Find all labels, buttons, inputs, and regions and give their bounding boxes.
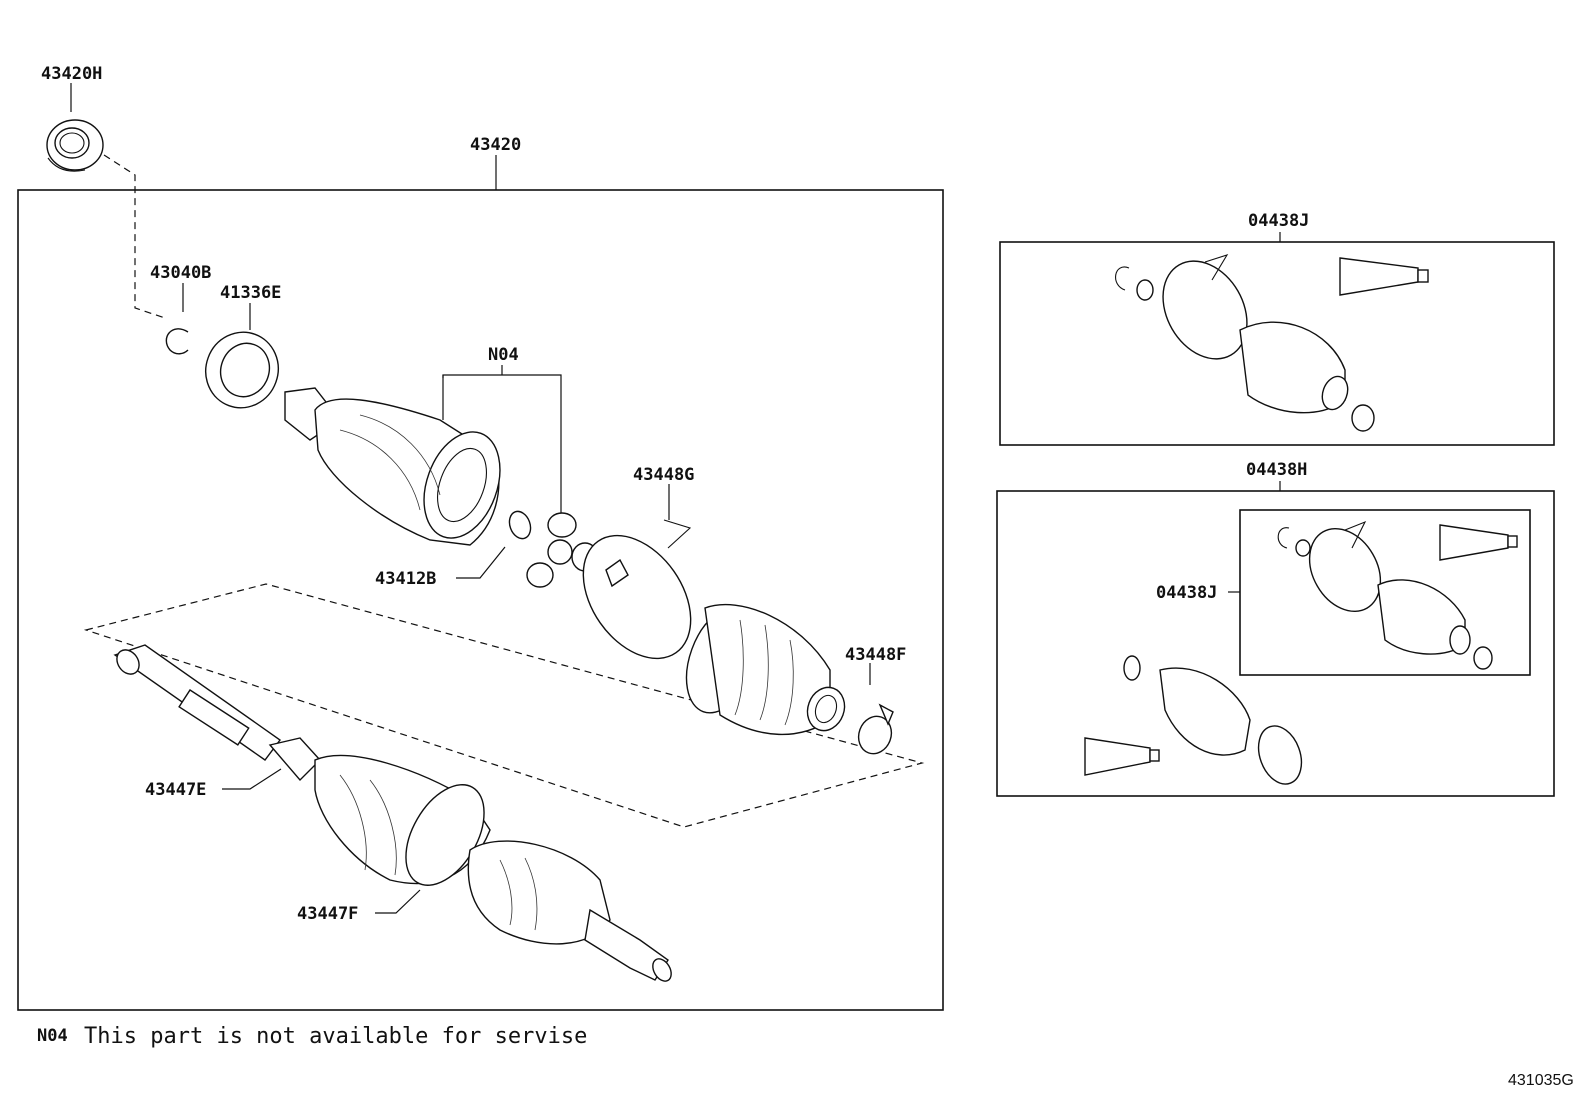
label-04438H: 04438H <box>1246 460 1307 480</box>
inboard-boot-part <box>685 603 846 736</box>
large-boot-clamp-part <box>582 519 692 660</box>
label-41336E: 41336E <box>220 283 281 303</box>
boot-kit-h-parts <box>1084 520 1518 785</box>
label-04438J: 04438J <box>1248 211 1309 231</box>
dust-deflector-part <box>205 331 279 409</box>
label-43412B: 43412B <box>375 569 436 589</box>
boot-kit-h-frame <box>996 490 1555 797</box>
label-43448F: 43448F <box>845 645 906 665</box>
inboard-joint-housing <box>284 387 501 546</box>
outboard-subassembly-outline <box>83 583 925 828</box>
boot-kit-j-frame <box>999 241 1555 446</box>
label-43447F: 43447F <box>297 904 358 924</box>
label-43420: 43420 <box>470 135 521 155</box>
note-text: This part is not available for servise <box>84 1024 587 1049</box>
snap-ring-part <box>165 328 189 355</box>
label-43447E: 43447E <box>145 780 206 800</box>
note-code: N04 <box>37 1026 68 1046</box>
label-04438J-inner: 04438J <box>1156 583 1217 603</box>
outboard-shaft-part <box>113 644 672 982</box>
inboard-snap-ring-part <box>508 510 532 540</box>
oil-seal-part <box>46 119 104 172</box>
label-N04: N04 <box>488 345 519 365</box>
small-boot-clamp-part <box>857 703 894 755</box>
shaft-assembly-frame <box>17 189 944 1011</box>
label-43420H: 43420H <box>41 64 102 84</box>
boot-kit-j-parts <box>1115 254 1429 432</box>
label-43040B: 43040B <box>150 263 211 283</box>
label-43448G: 43448G <box>633 465 694 485</box>
leader-lines <box>70 83 1281 914</box>
figure-id: 431035G <box>1508 1072 1574 1089</box>
